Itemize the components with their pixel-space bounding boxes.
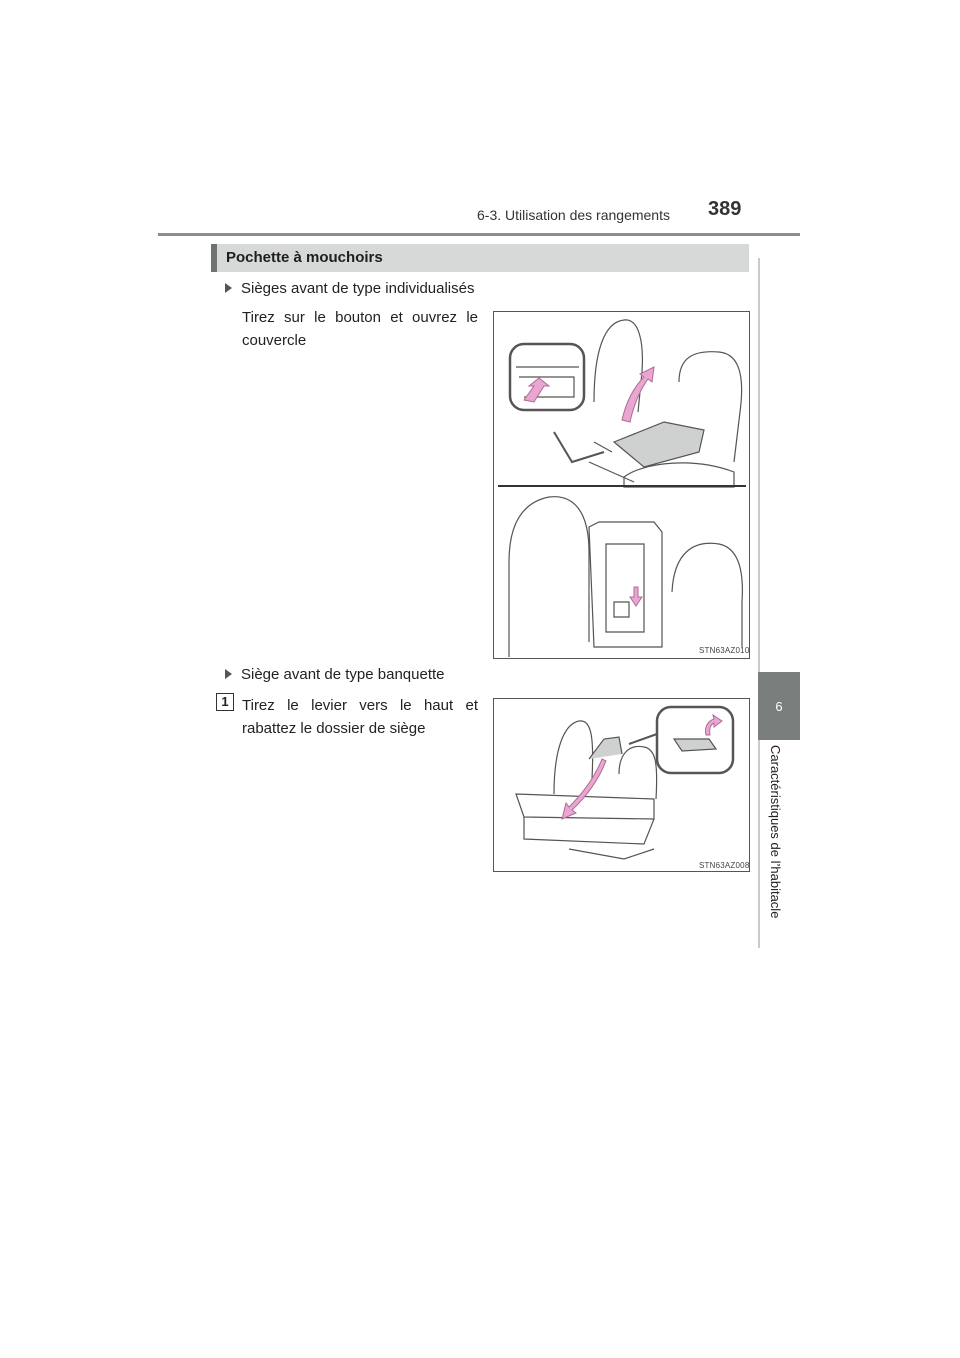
figure-code: STN63AZ010 [699, 646, 750, 655]
chapter-title-vertical: Caractéristiques de l’habitacle [768, 745, 790, 945]
bullet-bench-seat: Siège avant de type banquette [225, 666, 445, 683]
bench-seat-illustration [515, 705, 735, 860]
chapter-number: 6 [775, 698, 783, 714]
page-number: 389 [708, 198, 742, 220]
triangle-bullet-icon [225, 669, 232, 680]
figure-bench-seat: STN63AZ008 [493, 698, 750, 872]
figure-code: STN63AZ008 [699, 861, 750, 870]
header-rule [158, 233, 800, 236]
bullet-text: Siège avant de type banquette [241, 666, 445, 683]
instruction-text-1: Tirez sur le bouton et ouvrez le couverc… [242, 309, 478, 349]
step-number-badge: 1 [216, 693, 234, 711]
section-heading: Pochette à mouchoirs [211, 244, 749, 272]
instruction-text-2: Tirez le levier vers le haut et rabattez… [242, 697, 478, 737]
triangle-bullet-icon [225, 283, 232, 294]
side-divider [758, 258, 760, 948]
chapter-title: Caractéristiques de l’habitacle [768, 745, 783, 919]
figure-individual-seats: STN63AZ010 [493, 311, 750, 659]
chapter-tab[interactable]: 6 [758, 672, 800, 740]
seat-console-illustration [498, 319, 746, 657]
bullet-individual-seats: Sièges avant de type individualisés [225, 280, 474, 297]
bullet-text: Sièges avant de type individualisés [241, 280, 475, 297]
running-header-section: 6-3. Utilisation des rangements [477, 207, 670, 223]
